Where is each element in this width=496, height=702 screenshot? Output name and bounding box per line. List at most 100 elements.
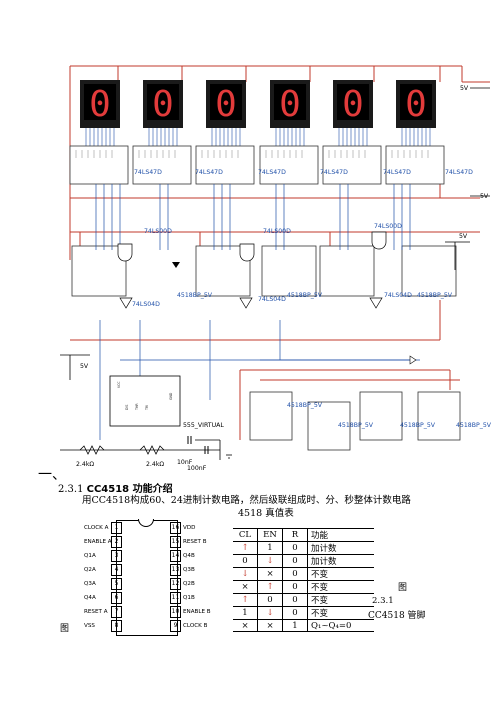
truth-cell: 1 [257, 541, 283, 555]
counter-chip [261, 245, 317, 297]
truth-cell: ↑ [257, 580, 283, 594]
truth-cell: × [233, 580, 258, 594]
decoder-label: 74LS47D [134, 169, 162, 176]
truth-cell: 0 [282, 606, 308, 620]
nand-label: 74LS00D [144, 228, 172, 235]
pin-number: 12 [170, 578, 181, 590]
seven-seg-display: 0 [80, 80, 120, 146]
truth-cell: ↑ [233, 541, 258, 555]
pin-number: 11 [170, 592, 181, 604]
truth-cell: ↑ [233, 593, 258, 607]
truth-header-cell: CL [233, 528, 258, 542]
counter-label: 4518BP_5V [287, 292, 323, 299]
timer-label: 555_VIRTUAL [183, 422, 224, 429]
truth-cell: 不变 [307, 593, 374, 607]
seven-seg-display: 0 [333, 80, 373, 146]
display-digit: 0 [152, 84, 174, 125]
pin-number: 3 [111, 550, 122, 562]
truth-cell: 1 [233, 606, 258, 620]
counter-chip [319, 245, 375, 297]
pin-name: Q2B [183, 581, 195, 587]
inverter-label: 74LS04D [258, 296, 286, 303]
counter-chip [401, 245, 457, 297]
figure-caption-text: CC4518 管脚 [368, 611, 426, 621]
counter-label: 4518BP_5V [400, 422, 436, 429]
nand-label: 74LS00D [374, 223, 402, 230]
pin-number: 7 [111, 606, 122, 618]
supply-label: 5V [480, 193, 489, 200]
decoder-chip [259, 145, 319, 185]
truth-cell: × [233, 619, 258, 632]
pin-number: 13 [170, 564, 181, 576]
truth-cell: × [257, 619, 283, 632]
section-mark: 一、 [38, 467, 66, 483]
section-number: 2.3.1 [58, 484, 87, 495]
pin-number: 16 [170, 522, 181, 534]
pin-number: 4 [111, 564, 122, 576]
decoder-label: 74LS47D [195, 169, 223, 176]
counter-label: 4518BP_5V [456, 422, 492, 429]
truth-cell: 0 [257, 593, 283, 607]
pin-number: 2 [111, 536, 122, 548]
counter-chip [249, 391, 293, 441]
truth-cell: 0 [282, 554, 308, 568]
svg-text:THR: THR [135, 403, 139, 411]
truth-cell: 0 [233, 554, 258, 568]
decoder-chip [132, 145, 192, 185]
pin-number: 10 [170, 606, 181, 618]
pin-name: ENABLE B [183, 609, 211, 615]
pin-number: 1 [111, 522, 122, 534]
display-digit: 0 [342, 84, 364, 125]
counter-chip [307, 401, 351, 451]
resistor-label: 2.4kΩ [146, 461, 164, 468]
truth-cell: 加计数 [307, 554, 374, 568]
truth-cell: ↓ [257, 554, 283, 568]
supply-label: 5V [80, 363, 89, 370]
pin-number: 14 [170, 550, 181, 562]
truth-cell: ↓ [233, 567, 258, 581]
truth-cell: 0 [282, 541, 308, 555]
truth-header-cell: R [282, 528, 308, 542]
display-digit: 0 [89, 84, 111, 125]
counter-label: 4518BP_5V [287, 402, 323, 409]
capacitor-label: 10nF [177, 459, 193, 466]
counter-chip [359, 391, 403, 441]
truth-cell: 不变 [307, 567, 374, 581]
decoder-chip [322, 145, 382, 185]
supply-label: 5V [459, 233, 468, 240]
svg-text:VCC: VCC [117, 381, 121, 388]
pin-name: Q3B [183, 567, 195, 573]
decoder-label: 74LS47D [445, 169, 473, 176]
display-digit: 0 [215, 84, 237, 125]
section-title-text: CC4518 功能介绍 [86, 484, 173, 495]
inverter-label: 74LS04D [384, 292, 412, 299]
truth-cell: × [257, 567, 283, 581]
truth-cell: 0 [282, 567, 308, 581]
pin-name: Q4A [84, 595, 96, 601]
pin-name: CLOCK B [183, 623, 208, 629]
counter-chip [417, 391, 461, 441]
pin-name: Q1B [183, 595, 195, 601]
description-text: 用CC4518构成60、24进制计数电路，然后级联组成时、分、秒整体计数电路 [82, 495, 411, 506]
figure-caption-number: 2.3.1 [372, 596, 394, 606]
pin-name: RESET B [183, 539, 207, 545]
display-digit: 0 [405, 84, 427, 125]
